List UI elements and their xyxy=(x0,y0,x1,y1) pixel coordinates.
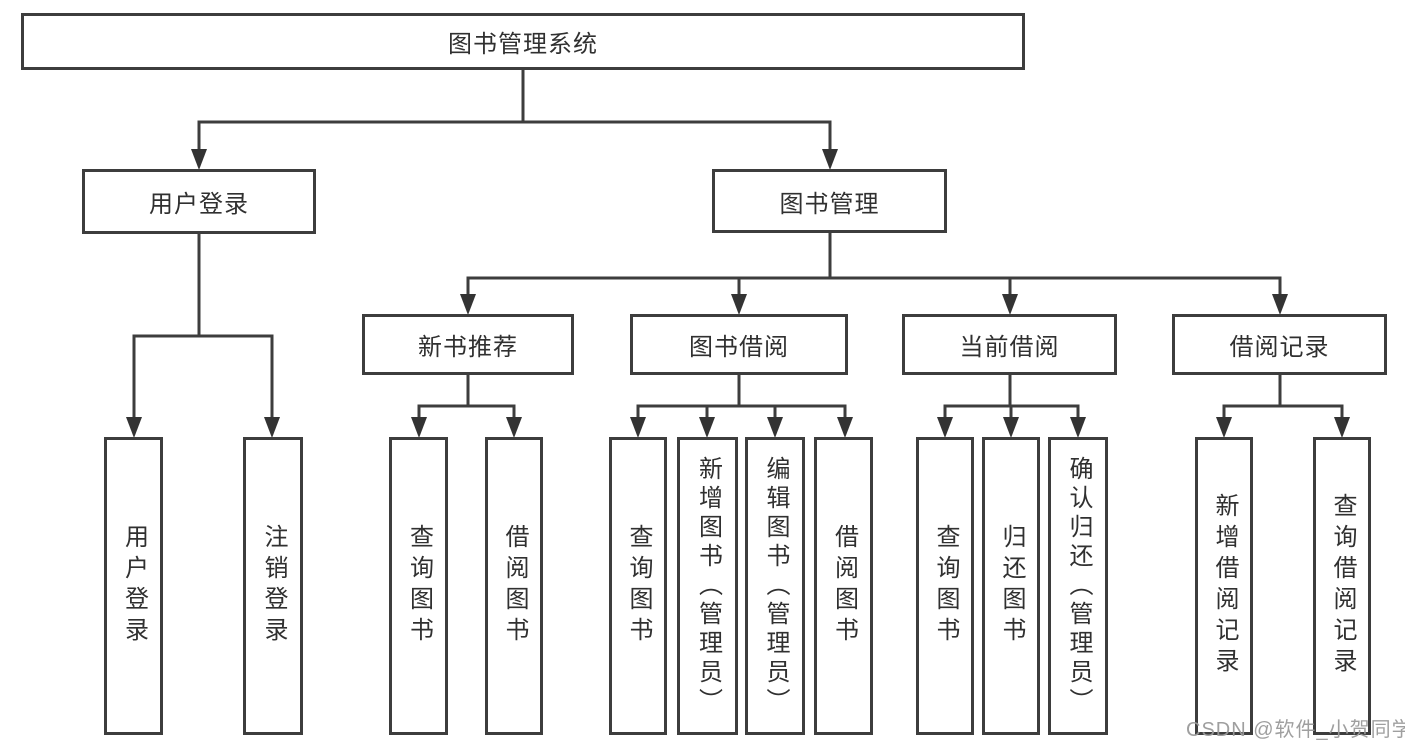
leaf-borrowing-edit-books-admin: 编辑图书（管理员） xyxy=(745,437,805,735)
node-book-borrowing: 图书借阅 xyxy=(630,314,848,375)
leaf-label: 归还图书 xyxy=(998,524,1025,648)
arrowheads xyxy=(126,149,1350,438)
leaf-recommend-query-books: 查询图书 xyxy=(389,437,448,735)
leaf-current-query-books: 查询图书 xyxy=(916,437,974,735)
leaf-borrowing-borrow-books: 借阅图书 xyxy=(814,437,873,735)
leaf-current-return-books: 归还图书 xyxy=(982,437,1040,735)
leaf-logout: 注销登录 xyxy=(243,437,303,735)
leaf-label: 确认归还（管理员） xyxy=(1065,455,1092,717)
leaf-label: 用户登录 xyxy=(120,524,148,648)
leaf-label: 查询借阅记录 xyxy=(1329,493,1356,679)
node-book-management: 图书管理 xyxy=(712,169,947,233)
leaf-label: 查询图书 xyxy=(932,524,959,648)
leaf-label: 查询图书 xyxy=(405,524,433,648)
leaf-label: 新增借阅记录 xyxy=(1211,493,1238,679)
node-new-book-recommend: 新书推荐 xyxy=(362,314,574,375)
leaf-label: 编辑图书（管理员） xyxy=(762,455,789,717)
leaf-borrowing-add-books-admin: 新增图书（管理员） xyxy=(677,437,738,735)
leaf-label: 新增图书（管理员） xyxy=(694,455,722,717)
node-root: 图书管理系统 xyxy=(21,13,1025,70)
leaf-label: 借阅图书 xyxy=(830,524,858,648)
leaf-label: 查询图书 xyxy=(625,524,652,648)
leaf-records-query-record: 查询借阅记录 xyxy=(1313,437,1371,735)
node-user-login: 用户登录 xyxy=(82,169,316,234)
leaf-records-add-record: 新增借阅记录 xyxy=(1195,437,1253,735)
leaf-borrowing-query-books: 查询图书 xyxy=(609,437,667,735)
leaf-recommend-borrow-books: 借阅图书 xyxy=(485,437,543,735)
leaf-label: 借阅图书 xyxy=(501,524,528,648)
leaf-current-confirm-return-admin: 确认归还（管理员） xyxy=(1048,437,1108,735)
leaf-user-login: 用户登录 xyxy=(104,437,163,735)
watermark-text: CSDN @软件_小贺同学 xyxy=(1186,719,1405,741)
leaf-label: 注销登录 xyxy=(260,524,287,648)
node-borrowing-records: 借阅记录 xyxy=(1172,314,1387,375)
node-current-borrowing: 当前借阅 xyxy=(902,314,1117,375)
